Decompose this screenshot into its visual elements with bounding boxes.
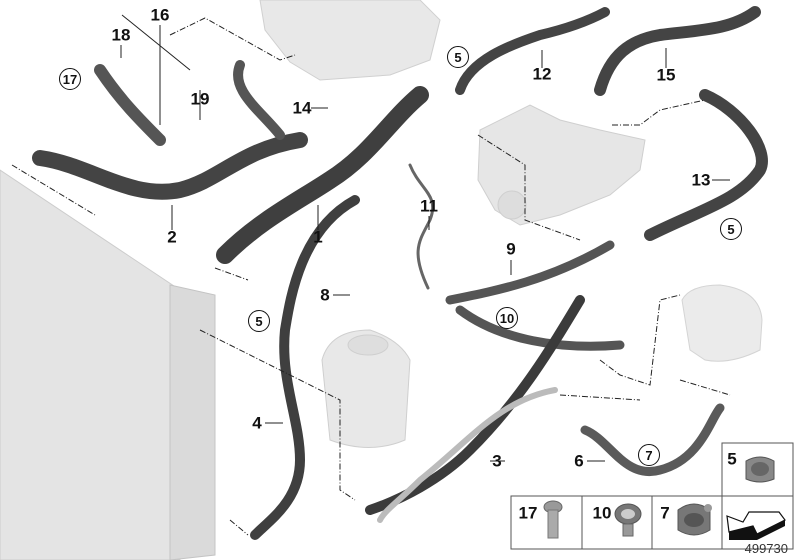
callout-7: 7 [638, 444, 660, 466]
callout-6: 6 [574, 451, 584, 471]
callout-17: 17 [59, 68, 81, 90]
legend-label-17: 17 [518, 503, 538, 523]
hose-12 [455, 7, 610, 95]
callout-18: 18 [111, 25, 131, 45]
hose-clamp-icon [614, 503, 642, 537]
hose-13 [644, 89, 768, 241]
hose-9 [445, 240, 615, 305]
leader-lines [120, 14, 730, 462]
callout-12: 12 [532, 64, 552, 84]
screw-icon [543, 500, 563, 539]
hose-upper [233, 60, 285, 140]
callout-11: 11 [420, 196, 438, 216]
callout-13: 13 [691, 170, 711, 190]
legend-label-10: 10 [592, 503, 612, 523]
callout-2: 2 [167, 227, 177, 247]
callout-9: 9 [506, 239, 516, 259]
expansion-tank-small [681, 284, 763, 362]
legend-label-7: 7 [660, 503, 670, 523]
water-pump [477, 104, 646, 226]
hose-15 [594, 6, 761, 96]
hose-2 [32, 132, 308, 200]
hose-6 [580, 403, 725, 477]
callout-5a: 5 [447, 46, 469, 68]
callout-16: 16 [150, 5, 170, 25]
callout-5c: 5 [720, 218, 742, 240]
callout-8: 8 [320, 285, 330, 305]
radiator [0, 169, 216, 560]
callout-4: 4 [252, 413, 262, 433]
callout-1: 1 [313, 227, 323, 247]
callout-5b: 5 [248, 310, 270, 332]
callout-19: 19 [190, 89, 210, 109]
hose-11 [408, 163, 435, 290]
callout-10: 10 [496, 307, 518, 329]
legend-label-5: 5 [727, 449, 737, 469]
expansion-tank [321, 329, 411, 448]
callout-14: 14 [292, 98, 312, 118]
engine-block [259, 0, 441, 81]
legend-icons [543, 456, 786, 540]
hose-3-pipe [377, 387, 558, 523]
dashed-connectors [11, 17, 731, 536]
direction-arrow-icon [726, 511, 786, 540]
hose-10 [455, 305, 625, 351]
hose-16 [94, 64, 166, 146]
callout-15: 15 [656, 65, 676, 85]
hoses [32, 6, 768, 540]
document-number: 499730 [744, 541, 788, 556]
hose-4 [250, 195, 360, 540]
callout-3: 3 [492, 451, 502, 471]
spring-clamp-icon [677, 503, 712, 536]
bracket-icon [745, 456, 775, 483]
hose-1 [216, 86, 429, 264]
